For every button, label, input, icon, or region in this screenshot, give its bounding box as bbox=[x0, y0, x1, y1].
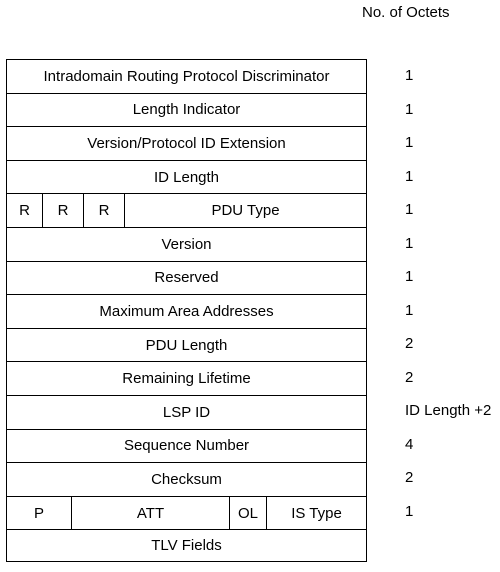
octets-value: 1 bbox=[405, 302, 414, 319]
field-reserved-bit-1: R bbox=[7, 194, 43, 227]
octets-value: 1 bbox=[405, 268, 414, 285]
octets-value: 1 bbox=[405, 503, 414, 520]
field-length-indicator: Length Indicator bbox=[7, 93, 367, 127]
row-pdu-type: R R R PDU Type bbox=[7, 194, 367, 228]
row-remaining-lifetime: Remaining Lifetime bbox=[7, 362, 367, 396]
field-intradomain-routing-protocol-discriminator: Intradomain Routing Protocol Discriminat… bbox=[7, 60, 367, 93]
row-maximum-area-addresses: Maximum Area Addresses bbox=[7, 295, 367, 329]
octets-value: 1 bbox=[405, 168, 414, 185]
octets-value: 1 bbox=[405, 67, 414, 84]
field-reserved: Reserved bbox=[7, 261, 367, 295]
field-p-bit: P bbox=[7, 496, 72, 530]
field-reserved-bit-3: R bbox=[84, 194, 125, 227]
field-is-type: IS Type bbox=[267, 496, 367, 530]
row-version: Version bbox=[7, 227, 367, 262]
octets-value: 4 bbox=[405, 436, 414, 453]
row-lsp-id: LSP ID bbox=[7, 395, 367, 430]
octets-column-header: No. of Octets bbox=[362, 4, 450, 21]
row-pdu-length: PDU Length bbox=[7, 328, 367, 363]
field-lsp-id: LSP ID bbox=[7, 395, 367, 429]
field-sequence-number: Sequence Number bbox=[7, 429, 367, 463]
row-checksum: Checksum bbox=[7, 463, 367, 497]
field-remaining-lifetime: Remaining Lifetime bbox=[7, 362, 367, 395]
octets-value: 1 bbox=[405, 101, 414, 118]
field-ol: OL bbox=[230, 496, 267, 530]
octets-value: 2 bbox=[405, 335, 414, 352]
row-version-protocol-id-extension: Version/Protocol ID Extension bbox=[7, 127, 367, 161]
row-intradomain-routing-protocol-discriminator: Intradomain Routing Protocol Discriminat… bbox=[7, 60, 367, 94]
octets-value: 2 bbox=[405, 469, 414, 486]
octets-value: 1 bbox=[405, 134, 414, 151]
row-length-indicator: Length Indicator bbox=[7, 93, 367, 128]
row-sequence-number: Sequence Number bbox=[7, 429, 367, 464]
row-id-length: ID Length bbox=[7, 160, 367, 195]
field-maximum-area-addresses: Maximum Area Addresses bbox=[7, 295, 367, 328]
octets-value: 1 bbox=[405, 235, 414, 252]
field-id-length: ID Length bbox=[7, 160, 367, 194]
field-reserved-bit-2: R bbox=[43, 194, 84, 227]
field-tlv-fields: TLV Fields bbox=[7, 530, 367, 562]
field-pdu-type: PDU Type bbox=[125, 194, 367, 227]
field-checksum: Checksum bbox=[7, 463, 367, 496]
octets-value: ID Length +2 bbox=[405, 402, 492, 419]
field-version: Version bbox=[7, 227, 367, 261]
field-version-protocol-id-extension: Version/Protocol ID Extension bbox=[7, 127, 367, 160]
row-reserved: Reserved bbox=[7, 261, 367, 296]
field-pdu-length: PDU Length bbox=[7, 328, 367, 362]
octets-value: 2 bbox=[405, 369, 414, 386]
field-att: ATT bbox=[72, 496, 230, 530]
row-flags-is-type: P ATT OL IS Type bbox=[7, 496, 367, 531]
octets-value: 1 bbox=[405, 201, 414, 218]
row-tlv-fields: TLV Fields bbox=[7, 530, 367, 563]
pdu-format-table: Intradomain Routing Protocol Discriminat… bbox=[6, 59, 367, 563]
